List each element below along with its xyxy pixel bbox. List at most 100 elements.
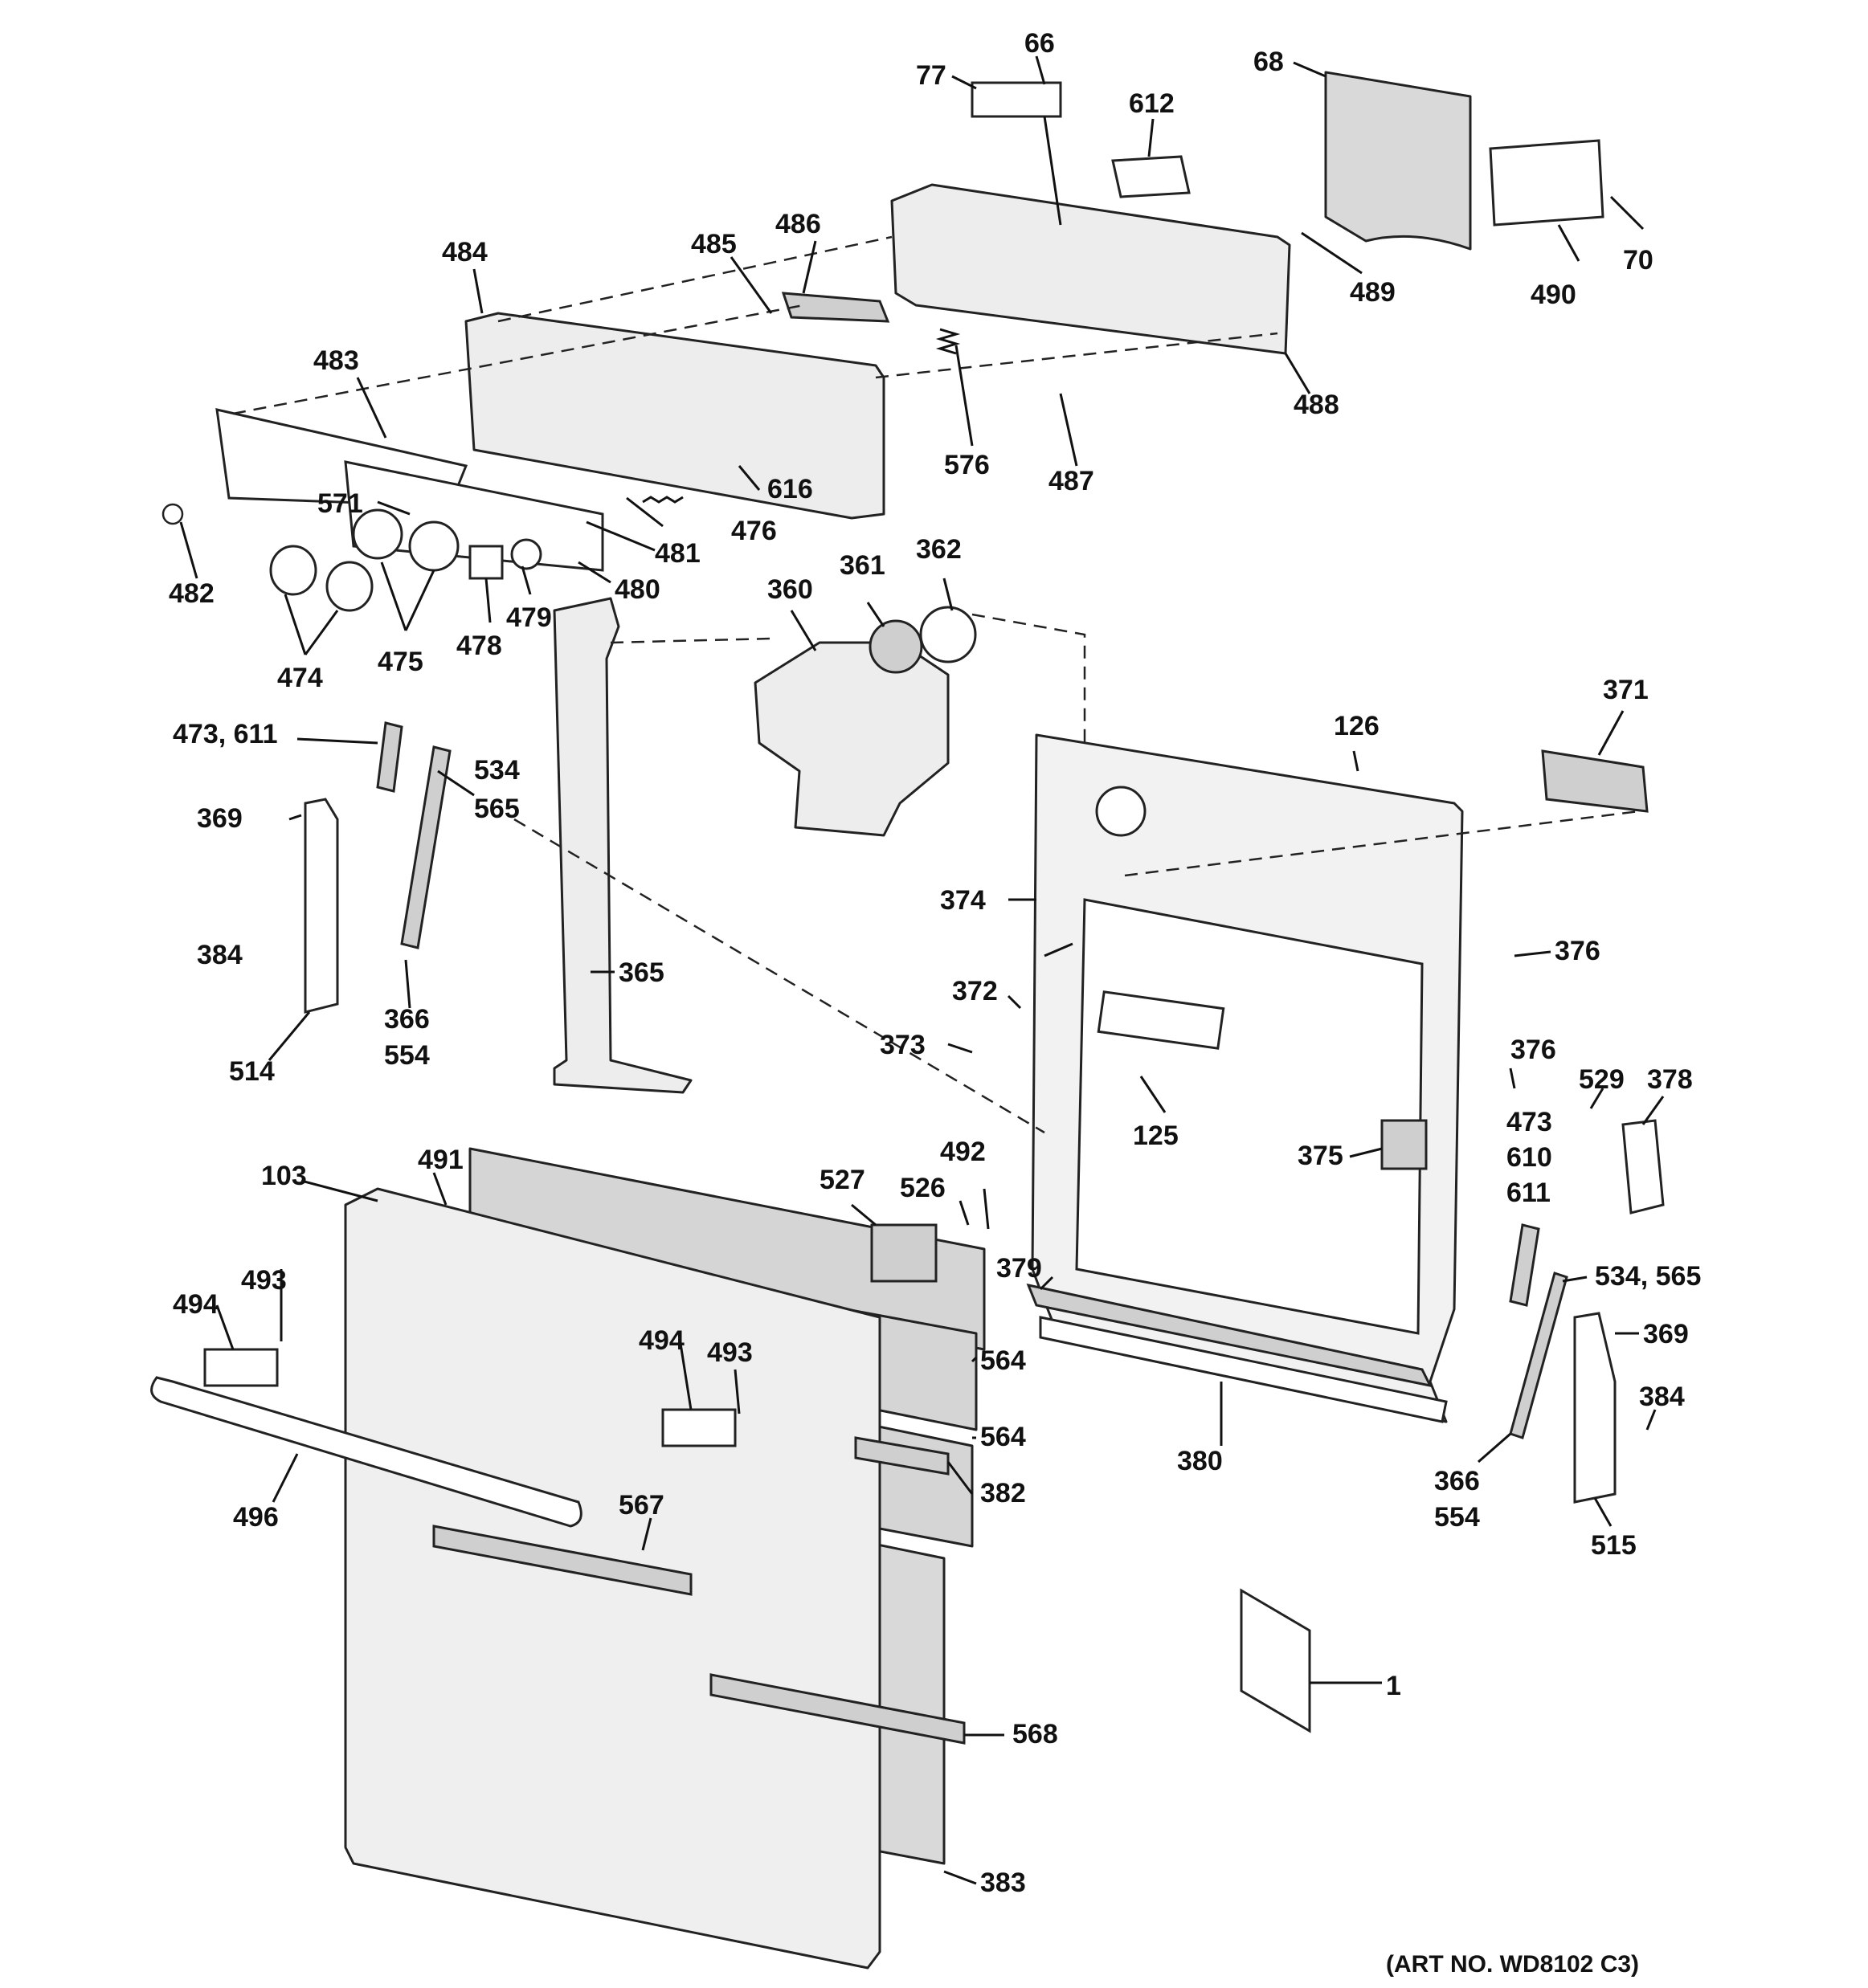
callout-474: 474 [277,663,323,693]
assembly-line [875,332,1278,379]
part-362-ring [919,606,977,663]
callout-384-left: 384 [197,940,243,970]
part-68-cover [1324,71,1472,251]
callout-475: 475 [378,647,423,677]
callout-379: 379 [996,1253,1042,1284]
callout-567: 567 [619,1490,664,1521]
callout-372: 372 [952,976,998,1006]
callout-534-565-right: 534, 565 [1595,1261,1701,1292]
part-371-latch [1541,749,1649,813]
callout-496: 496 [233,1502,279,1533]
part-478 [468,545,504,580]
callout-488: 488 [1294,390,1339,420]
callout-384-right: 384 [1639,1382,1685,1412]
callout-529: 529 [1579,1064,1625,1095]
part-378 [1621,1119,1665,1214]
part-534-spring-right [1509,1272,1568,1439]
assembly-line [513,818,1045,1134]
callout-375: 375 [1298,1141,1343,1171]
callout-489: 489 [1350,277,1396,308]
callout-576: 576 [944,450,990,480]
part-365-duct [553,597,693,1094]
callout-487: 487 [1048,466,1094,496]
callout-491: 491 [418,1145,464,1175]
callout-481: 481 [655,538,701,569]
callout-373: 373 [880,1030,926,1060]
callout-490: 490 [1531,280,1576,310]
callout-534-left: 534 [474,755,520,786]
callout-68: 68 [1253,47,1284,77]
part-476-spring [642,496,684,504]
part-514-hinge-left [304,798,339,1014]
callout-476: 476 [731,516,777,546]
assembly-line [971,613,1086,803]
part-360-pump [754,641,950,837]
callout-126: 126 [1334,711,1380,741]
part-534-spring-left [400,745,452,949]
callout-366-left: 366 [384,1004,430,1035]
callout-376-upper: 376 [1555,936,1600,966]
lead-lines [179,55,1665,1885]
part-374-inner-panel [1075,898,1424,1335]
assembly-line [1124,810,1640,877]
part-486 [781,292,890,323]
callout-360: 360 [767,574,813,605]
callout-492: 492 [940,1137,986,1167]
part-567-rail [432,1525,693,1596]
callout-564-upper: 564 [980,1345,1026,1376]
callout-366-right: 366 [1434,1466,1480,1496]
part-374-hole [1095,786,1147,837]
part-484-console [464,312,885,520]
callout-369-right: 369 [1643,1319,1689,1349]
callout-66: 66 [1024,28,1055,59]
part-1-literature [1240,1588,1311,1733]
callout-611: 611 [1506,1178,1551,1208]
callout-480: 480 [615,574,660,605]
callout-361: 361 [840,550,885,581]
part-375 [1380,1119,1428,1170]
callout-70: 70 [1623,245,1653,276]
part-474-knob-b [325,561,374,612]
callout-514: 514 [229,1056,275,1087]
part-576-spring [935,328,961,355]
callout-362: 362 [916,534,962,565]
assembly-line [610,637,772,644]
part-490-board [1489,139,1604,227]
outer-door-assembly [150,1147,986,1970]
part-527 [870,1223,938,1283]
callout-486: 486 [775,209,821,239]
callout-371: 371 [1603,675,1649,705]
part-473-rod-right [1509,1223,1540,1307]
inner-door-assembly [513,733,1665,1423]
part-479 [510,538,542,570]
callout-374: 374 [940,885,986,916]
part-482-screw [161,503,184,525]
callout-483: 483 [313,345,359,376]
part-473-rod-left [376,721,403,793]
part-568-rail [709,1673,966,1745]
callout-494-right: 494 [639,1325,685,1356]
callout-369-left: 369 [197,803,243,834]
callout-labels: 66 77 68 612 486 485 484 489 490 70 488 … [169,28,1701,1978]
part-66-77-box [971,81,1062,118]
hinge-assemblies [304,721,1617,1504]
callout-565-left: 565 [474,794,520,824]
callout-77: 77 [916,60,946,91]
callout-478: 478 [456,631,502,661]
callout-125: 125 [1133,1121,1179,1151]
callout-526: 526 [900,1173,946,1203]
control-panel-assembly [161,71,1604,612]
pump-assembly [553,597,1086,1094]
callout-494-left: 494 [173,1289,219,1320]
callout-554-right: 554 [1434,1502,1480,1533]
assembly-line [497,235,893,323]
callout-473-611: 473, 611 [173,719,277,749]
part-474-knob-a [269,545,317,596]
callout-612: 612 [1129,88,1175,119]
part-494-bracket-right [661,1408,737,1447]
art-number: (ART NO. WD8102 C3) [1386,1951,1639,1978]
callout-383: 383 [980,1868,1026,1898]
callout-564-lower: 564 [980,1422,1026,1452]
callout-571: 571 [317,488,363,519]
